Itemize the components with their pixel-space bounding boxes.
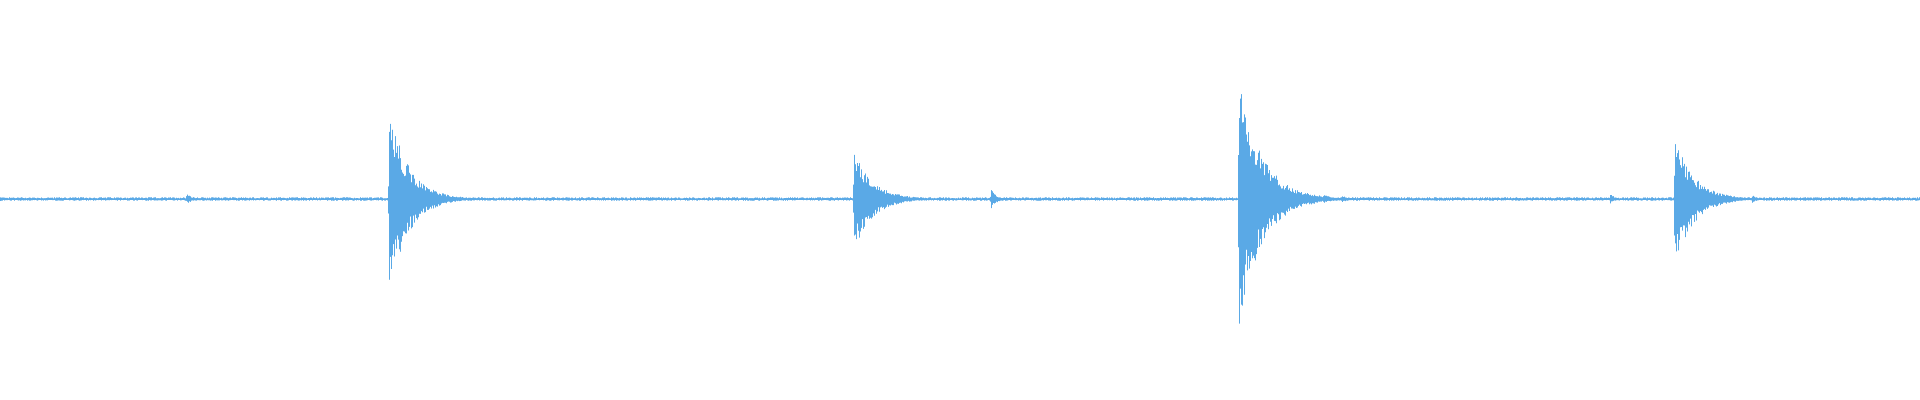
waveform-trace <box>0 94 1920 324</box>
waveform-path <box>0 94 1920 324</box>
